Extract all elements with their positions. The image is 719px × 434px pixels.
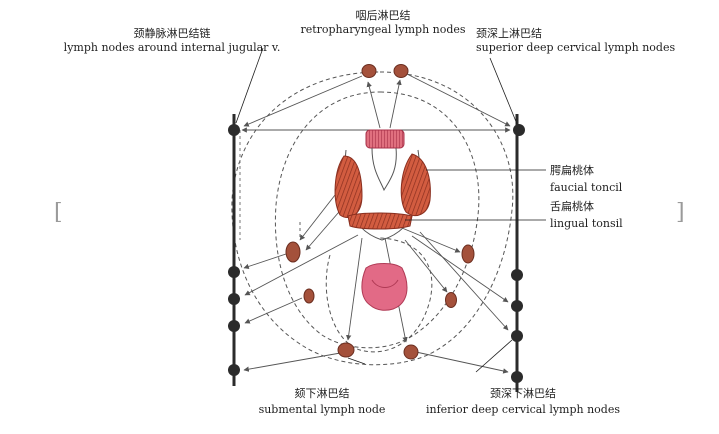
submental-node-right [403, 344, 419, 360]
lingual-tonsil-shape [347, 212, 413, 230]
label-retropharyngeal-zh: 咽后淋巴结 [355, 9, 411, 22]
label-submental-zh: 颏下淋巴结 [294, 387, 350, 400]
label-jugular-chain: 颈静脉淋巴结链 lymph nodes around internal jugu… [58, 27, 286, 55]
uvula-outline [371, 147, 397, 192]
left-chain-node-3 [228, 293, 240, 305]
inner-ring-outline [274, 91, 480, 349]
lower-node-right [445, 292, 457, 308]
label-submental-en: submental lymph node [258, 403, 386, 416]
label-jugular-chain-zh: 颈静脉淋巴结链 [133, 27, 211, 40]
label-retropharyngeal-en: retropharyngeal lymph nodes [300, 23, 466, 36]
left-chain-node-4 [228, 320, 240, 332]
lateral-node-right [461, 244, 475, 264]
right-chain-node-2 [511, 269, 523, 281]
left-chain-node-1 [228, 124, 240, 136]
right-chain-node-3 [511, 300, 523, 312]
larynx-shape [361, 263, 408, 311]
leader-lines [235, 47, 546, 373]
lower-node-left [303, 288, 315, 304]
label-lingual-tonsil-zh: 舌扁桃体 [550, 200, 594, 213]
lower-ring-outline [325, 237, 433, 353]
right-chain-node-5 [511, 371, 523, 383]
pharyngeal-tonsil [365, 129, 405, 149]
retropharyngeal-node-right [393, 64, 409, 78]
label-retropharyngeal: 咽后淋巴结 retropharyngeal lymph nodes [300, 9, 466, 37]
submental-node-left [337, 342, 355, 358]
retropharyngeal-node-left [361, 64, 377, 78]
right-chain-node-1 [513, 124, 525, 136]
label-inferior-deep-cervical-en: inferior deep cervical lymph nodes [425, 403, 621, 416]
label-superior-deep-cervical: 颈深上淋巴结 superior deep cervical lymph node… [476, 27, 675, 55]
outer-ring-outline [231, 71, 514, 366]
right-chain-node-4 [511, 330, 523, 342]
label-superior-deep-cervical-en: superior deep cervical lymph nodes [476, 41, 676, 54]
label-lingual-tonsil-en: lingual tonsil [550, 217, 623, 230]
label-lingual-tonsil: 舌扁桃体 lingual tonsil [550, 198, 623, 232]
left-chain-node-5 [228, 364, 240, 376]
label-jugular-chain-en: lymph nodes around internal jugular v. [63, 41, 281, 54]
faucial-tonsil-left [334, 155, 363, 219]
faucial-tonsils [334, 153, 431, 219]
lymphatic-ring-outlines [231, 71, 514, 366]
right-bracket: ] [676, 200, 685, 225]
label-faucial-tonsil-en: faucial toncil [550, 181, 623, 194]
label-inferior-deep-cervical-zh: 颈深下淋巴结 [490, 387, 556, 400]
right-jugular-chain [511, 114, 525, 392]
left-bracket: [ [54, 200, 63, 225]
drainage-arrows [241, 73, 511, 374]
faucial-tonsil-right [400, 153, 431, 216]
brown-lymph-nodes [285, 64, 475, 360]
lateral-node-left [285, 241, 301, 263]
label-faucial-tonsil: 腭扁桃体 faucial toncil [550, 162, 622, 196]
left-jugular-chain [228, 114, 241, 386]
label-faucial-tonsil-zh: 腭扁桃体 [550, 164, 594, 177]
label-inferior-deep-cervical: 颈深下淋巴结 inferior deep cervical lymph node… [423, 386, 623, 418]
label-superior-deep-cervical-zh: 颈深上淋巴结 [476, 27, 542, 40]
label-submental: 颏下淋巴结 submental lymph node [258, 386, 386, 418]
larynx-inner-fold [371, 279, 399, 288]
left-chain-node-2 [228, 266, 240, 278]
